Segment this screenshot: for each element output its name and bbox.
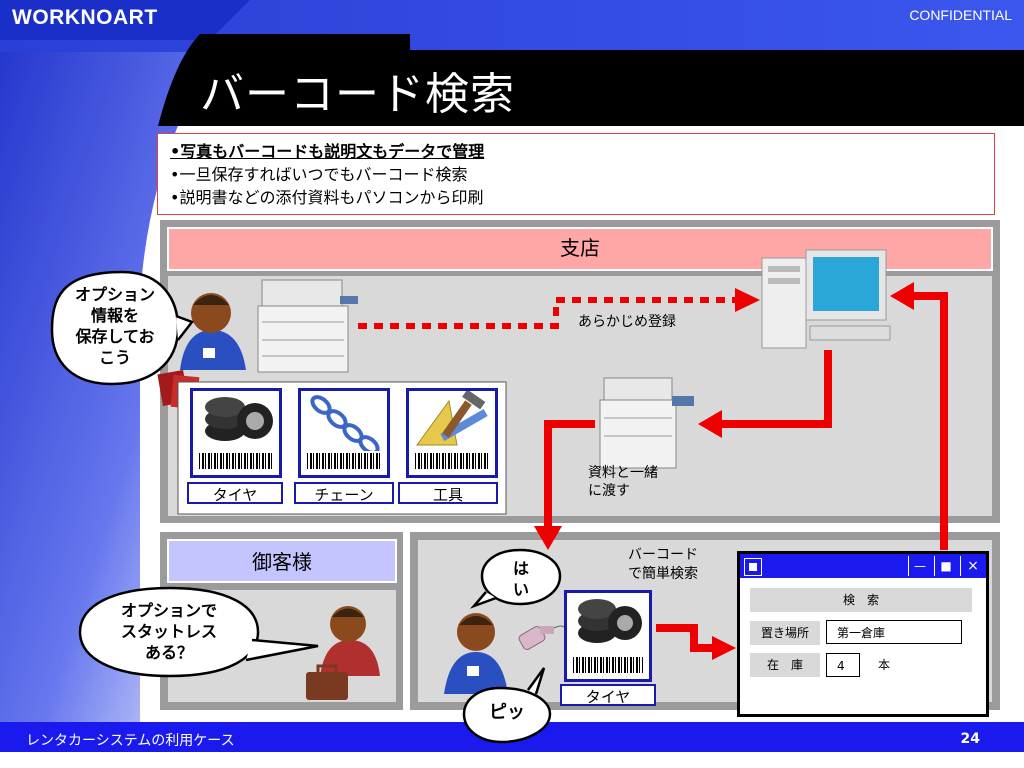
scan-arrow xyxy=(656,624,714,652)
bubble-line: は xyxy=(512,559,529,578)
barcode xyxy=(415,453,489,469)
bullet-list: •写真もバーコードも説明文もデータで管理 •一旦保存すればいつでもバーコード検索… xyxy=(157,133,995,215)
printer-icon xyxy=(257,279,358,373)
handover-label-line: に渡す xyxy=(588,483,630,499)
bullet-item: •一旦保存すればいつでもバーコード検索 xyxy=(170,165,468,184)
bubble-line: ある？ xyxy=(144,643,193,662)
tire-icon xyxy=(578,599,642,643)
location-label: 置き場所 xyxy=(750,621,820,645)
chain-icon xyxy=(310,395,380,455)
stock-label: 在 庫 xyxy=(750,653,820,677)
scanned-item-label: タイヤ xyxy=(560,684,656,706)
yes-bubble xyxy=(480,548,562,606)
bubble-line: スタットレス xyxy=(120,622,217,641)
staff-scanning-icon xyxy=(444,613,508,694)
barcode xyxy=(199,453,273,469)
customer-title-bar xyxy=(167,539,397,583)
printer-icon-2 xyxy=(599,377,694,469)
barcode xyxy=(573,657,643,673)
bubble-line: こう xyxy=(98,348,131,367)
option-bubble-text: オプション 情報を 保存してお こう xyxy=(54,284,176,368)
window-minimize-button[interactable]: — xyxy=(908,556,931,576)
beep-bubble xyxy=(462,686,552,744)
bubble-line: オプション xyxy=(74,285,155,304)
item-card-tools[interactable] xyxy=(406,388,498,478)
footer-title: レンタカーシステムの利用ケース xyxy=(26,733,235,749)
pc-icon xyxy=(761,249,891,349)
window-menu-icon[interactable] xyxy=(744,558,762,576)
handover-label-line: 資料と一緒 xyxy=(588,465,658,481)
scanned-item-card[interactable] xyxy=(564,590,652,682)
option-bubble xyxy=(50,270,180,386)
stock-field[interactable]: 4 xyxy=(826,653,860,677)
item-label: 工具 xyxy=(398,482,498,504)
barcode xyxy=(307,453,381,469)
customer-person-icon xyxy=(306,606,380,700)
register-arrow-head xyxy=(735,288,760,312)
staff-person-icon xyxy=(180,293,246,370)
search-note: バーコード で簡単検索 xyxy=(628,546,698,584)
tire-icon xyxy=(205,397,273,441)
bubble-line: 保存してお xyxy=(75,327,155,346)
page-title: バーコード検索 xyxy=(200,69,515,120)
handover-arrow xyxy=(544,420,595,528)
search-return-arrow xyxy=(912,292,948,550)
search-note-line: で簡単検索 xyxy=(628,566,698,582)
item-label: チェーン xyxy=(294,482,394,504)
bubble-line: 情報を xyxy=(90,306,139,325)
beep-bubble-text: ピッ xyxy=(489,702,525,723)
item-card-tire[interactable] xyxy=(190,388,282,478)
title-band xyxy=(158,34,1024,126)
search-button[interactable]: 検 索 xyxy=(750,588,972,612)
register-label: あらかじめ登録 xyxy=(578,314,676,330)
search-window: — ■ × 検 索 置き場所 第一倉庫 在 庫 4 本 xyxy=(737,551,989,717)
brand-logo: WORKNOART xyxy=(12,6,158,29)
page-number: 24 xyxy=(960,731,980,747)
item-label: タイヤ xyxy=(187,482,283,504)
confidential-label: CONFIDENTIAL xyxy=(909,7,1012,23)
print-arrow xyxy=(722,350,832,428)
stock-unit: 本 xyxy=(878,658,891,672)
location-field[interactable]: 第一倉庫 xyxy=(826,620,962,644)
yes-bubble-text: は い xyxy=(484,558,558,600)
branch-title: 支店 xyxy=(560,236,600,260)
bubble-line: い xyxy=(512,580,529,599)
item-card-chain[interactable] xyxy=(298,388,390,478)
tools-icon xyxy=(416,389,488,446)
bubble-line: オプションで xyxy=(120,601,217,620)
bullet-item: •写真もバーコードも説明文もデータで管理 xyxy=(170,142,485,161)
window-close-button[interactable]: × xyxy=(960,556,985,576)
customer-title: 御客様 xyxy=(252,550,312,574)
item-cards: タイヤ チェーン 工具 xyxy=(184,388,504,510)
stuck-bubble xyxy=(78,586,260,678)
window-titlebar: — ■ × xyxy=(740,554,986,578)
window-maximize-button[interactable]: ■ xyxy=(934,556,957,576)
stuck-bubble-text: オプションで スタットレス ある？ xyxy=(82,600,256,663)
bullet-item: •説明書などの添付資料もパソコンから印刷 xyxy=(170,188,484,207)
search-note-line: バーコード xyxy=(628,547,698,563)
handover-label: 資料と一緒 に渡す xyxy=(588,464,658,500)
register-dotted-line xyxy=(358,297,735,329)
